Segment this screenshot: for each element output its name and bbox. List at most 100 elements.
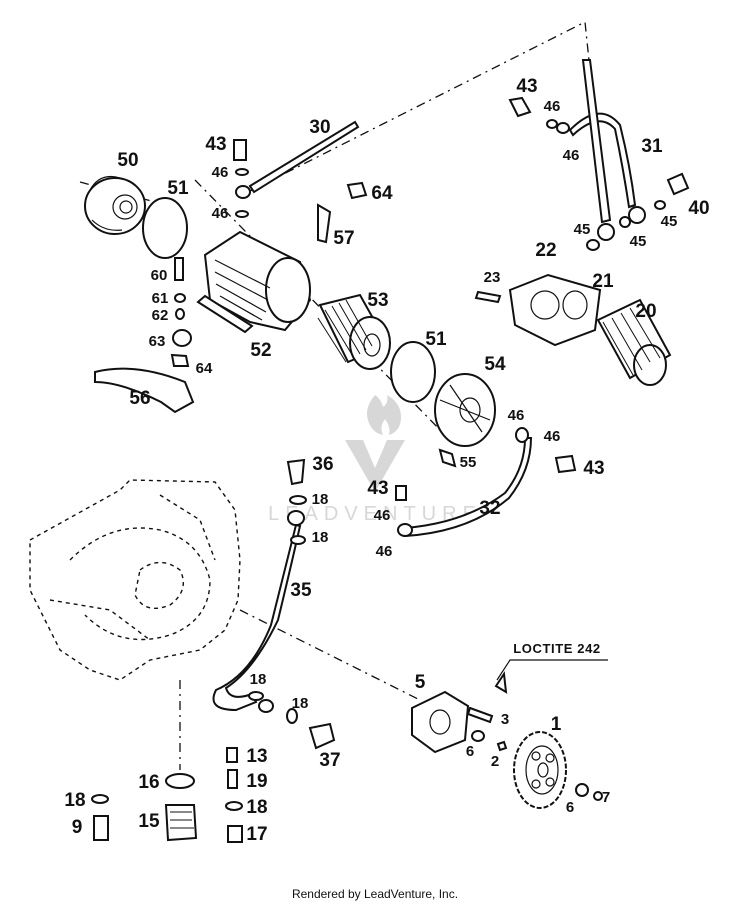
label-46-h: 46 <box>376 543 393 560</box>
part-54-filter-cover <box>434 373 496 447</box>
label-46-a: 46 <box>212 164 229 181</box>
label-9: 9 <box>72 817 83 838</box>
label-30: 30 <box>309 117 330 138</box>
part-31-pipe <box>568 112 637 209</box>
label-18-e: 18 <box>246 797 267 818</box>
part-7-circlip <box>593 791 603 801</box>
watermark-text: LEADVENTURE <box>268 503 482 525</box>
label-17: 17 <box>246 824 267 845</box>
loctite-leader-line <box>496 659 608 681</box>
part-57-clip <box>317 203 332 244</box>
label-2: 2 <box>491 753 499 770</box>
label-6-upper: 6 <box>466 743 474 760</box>
label-46-f: 46 <box>544 428 561 445</box>
part-51-o-ring-upper <box>142 197 188 259</box>
label-46-b: 46 <box>212 205 229 222</box>
part-35-oil-hose <box>212 510 305 713</box>
label-55: 55 <box>460 454 477 471</box>
part-62-ring <box>175 308 185 320</box>
label-36: 36 <box>312 454 333 475</box>
label-35: 35 <box>290 580 312 601</box>
part-1-gear <box>513 731 567 809</box>
part-15-strainer <box>164 804 198 842</box>
part-9-drain-plug <box>93 815 109 841</box>
label-18-c: 18 <box>250 671 267 688</box>
label-61: 61 <box>152 290 169 307</box>
label-18-b: 18 <box>312 529 329 546</box>
label-3: 3 <box>501 711 509 728</box>
label-21: 21 <box>592 271 614 292</box>
label-43-left-middle: 43 <box>367 478 388 499</box>
part-6-washer-lower <box>575 783 589 797</box>
part-36-banjo-bolt <box>286 458 306 486</box>
alignment-line-lower <box>239 609 421 701</box>
part-43-bolt-middle <box>554 454 577 474</box>
label-45-c: 45 <box>630 233 647 250</box>
label-64-lower: 64 <box>196 360 213 377</box>
label-32: 32 <box>479 498 500 519</box>
part-61-washer <box>174 293 186 303</box>
label-56: 56 <box>129 388 150 409</box>
label-18-a: 18 <box>312 491 329 508</box>
part-22-pump-housing <box>508 273 602 347</box>
label-43-middle-right: 43 <box>583 458 604 479</box>
label-18-f: 18 <box>64 790 85 811</box>
part-51-o-ring-lower <box>390 341 436 403</box>
label-16: 16 <box>138 772 159 793</box>
label-54: 54 <box>484 354 506 375</box>
crankcase-outline <box>29 479 241 681</box>
label-51-upper: 51 <box>167 178 189 199</box>
label-51-lower: 51 <box>425 329 447 350</box>
alignment-line-top <box>247 20 591 193</box>
label-31: 31 <box>641 136 663 157</box>
part-5-oil-pump <box>411 690 470 754</box>
label-60: 60 <box>151 267 168 284</box>
part-50-cover <box>84 175 146 235</box>
label-40: 40 <box>688 198 709 219</box>
part-20-filter <box>596 298 672 386</box>
part-60-bolt <box>174 257 184 281</box>
part-6-washer-upper <box>471 730 485 742</box>
label-46-e: 46 <box>508 407 525 424</box>
label-7: 7 <box>602 789 610 806</box>
part-2-pin <box>496 740 508 752</box>
part-63-nut <box>172 329 192 347</box>
part-19-spring <box>227 769 238 789</box>
part-64-nut-lower <box>170 353 190 367</box>
part-30-pipe <box>248 120 360 194</box>
part-43-bolt-top-right <box>508 96 532 118</box>
label-6-lower: 6 <box>566 799 574 816</box>
loctite-drop <box>494 671 508 694</box>
label-64-upper: 64 <box>371 183 393 204</box>
label-13: 13 <box>246 746 267 767</box>
part-37-plug <box>308 722 336 750</box>
label-43-upper-left: 43 <box>205 134 226 155</box>
label-46-c: 46 <box>544 98 561 115</box>
label-37: 37 <box>319 750 340 771</box>
loctite-note: LOCTITE 242 <box>513 641 601 656</box>
label-52: 52 <box>250 340 271 361</box>
footer-credit: Rendered by LeadVenture, Inc. <box>291 887 459 901</box>
label-46-d: 46 <box>563 147 580 164</box>
label-1: 1 <box>551 714 562 735</box>
label-23: 23 <box>484 269 501 286</box>
part-23-screw <box>474 290 502 304</box>
part-3-screw <box>466 706 494 724</box>
part-17-screw <box>227 825 243 843</box>
label-5: 5 <box>415 672 426 693</box>
part-43-bolt-left-middle <box>395 485 407 501</box>
label-19: 19 <box>246 771 267 792</box>
label-20: 20 <box>635 301 656 322</box>
watermark-logo: LEADVENTURE <box>268 395 482 525</box>
part-64-nut-upper <box>346 181 368 200</box>
part-53-filter-element <box>317 293 391 370</box>
label-63: 63 <box>149 333 166 350</box>
part-32-pipe <box>404 437 533 538</box>
label-18-d: 18 <box>292 695 309 712</box>
label-22: 22 <box>535 240 556 261</box>
part-56-bracket <box>94 367 195 414</box>
label-15: 15 <box>138 811 160 832</box>
part-16-o-ring <box>165 773 195 789</box>
label-45-b: 45 <box>574 221 591 238</box>
